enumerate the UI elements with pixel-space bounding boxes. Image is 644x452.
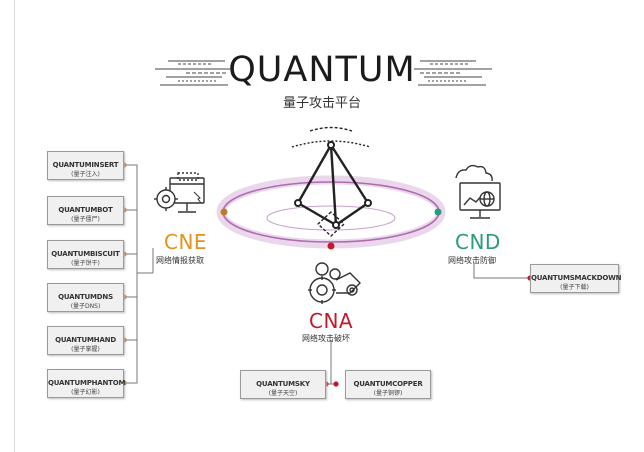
cna-connectors xyxy=(326,340,336,385)
tool-name: QUANTUMSKY xyxy=(256,380,310,388)
gear-monitor-icon xyxy=(154,172,205,213)
globe-monitor-icon xyxy=(455,164,501,219)
tool-name: QUANTUMINSERT xyxy=(52,161,119,169)
ring-node-cnd xyxy=(434,208,442,216)
tool-name: QUANTUMPHANTOM xyxy=(48,379,126,387)
cne-tool-box: QUANTUMPHANTOM (量子幻影) xyxy=(47,369,126,398)
tool-name: QUANTUMBOT xyxy=(58,206,113,214)
ring-node-cna xyxy=(327,242,335,250)
cnd-description: 网络攻击防御 xyxy=(448,256,496,265)
tool-name-zh: (量子掌握) xyxy=(71,346,100,353)
cne-tool-box: QUANTUMBISCUIT (量子饼干) xyxy=(47,240,124,269)
tool-name: QUANTUMCOPPER xyxy=(353,380,423,388)
tool-name-zh: (量子DNS) xyxy=(70,303,101,310)
tool-name: QUANTUMSMACKDOWN xyxy=(531,274,622,282)
tool-name: QUANTUMHAND xyxy=(55,336,116,344)
cnd-tool-box: QUANTUMSMACKDOWN (量子下载) xyxy=(530,264,622,293)
tool-name-zh: (量子铜锣) xyxy=(373,390,403,397)
tool-name-zh: (量子天空) xyxy=(268,390,298,397)
ring-node-cne xyxy=(220,208,228,216)
cna-label: CNA xyxy=(309,309,354,333)
title-decoration-left xyxy=(155,60,230,86)
cne-tool-box: QUANTUMINSERT (量子注入) xyxy=(47,151,124,180)
tool-name-zh: (量子下载) xyxy=(560,284,589,291)
cne-label: CNE xyxy=(164,230,208,254)
cna-tool-box: QUANTUMSKY (量子天空) xyxy=(240,370,326,399)
gear-cart-icon xyxy=(308,262,361,304)
cne-tool-box: QUANTUMBOT (量子僵尸) xyxy=(47,196,124,225)
left-edge-divider xyxy=(14,0,15,452)
tool-name-zh: (量子注入) xyxy=(71,171,100,178)
tool-name-zh: (量子幻影) xyxy=(71,389,100,396)
page-title: QUANTUM xyxy=(228,50,416,90)
page-subtitle: 量子攻击平台 xyxy=(282,96,361,111)
tool-name: QUANTUMDNS xyxy=(58,293,113,301)
cne-tool-box: QUANTUMDNS (量子DNS) xyxy=(47,283,124,312)
tool-name: QUANTUMBISCUIT xyxy=(51,250,120,258)
cnd-label: CND xyxy=(455,230,501,254)
cna-description: 网络攻击破坏 xyxy=(302,334,350,343)
cne-connectors xyxy=(124,164,154,384)
cna-tool-box: QUANTUMCOPPER (量子铜锣) xyxy=(345,370,431,399)
cnd-connectors xyxy=(473,264,530,279)
cne-description: 网络情报获取 xyxy=(156,256,204,265)
cne-tool-box: QUANTUMHAND (量子掌握) xyxy=(47,326,124,355)
tool-name-zh: (量子饼干) xyxy=(71,260,100,267)
tool-name-zh: (量子僵尸) xyxy=(71,216,100,223)
pyramid-icon xyxy=(291,126,372,237)
title-decoration-right xyxy=(414,60,492,86)
